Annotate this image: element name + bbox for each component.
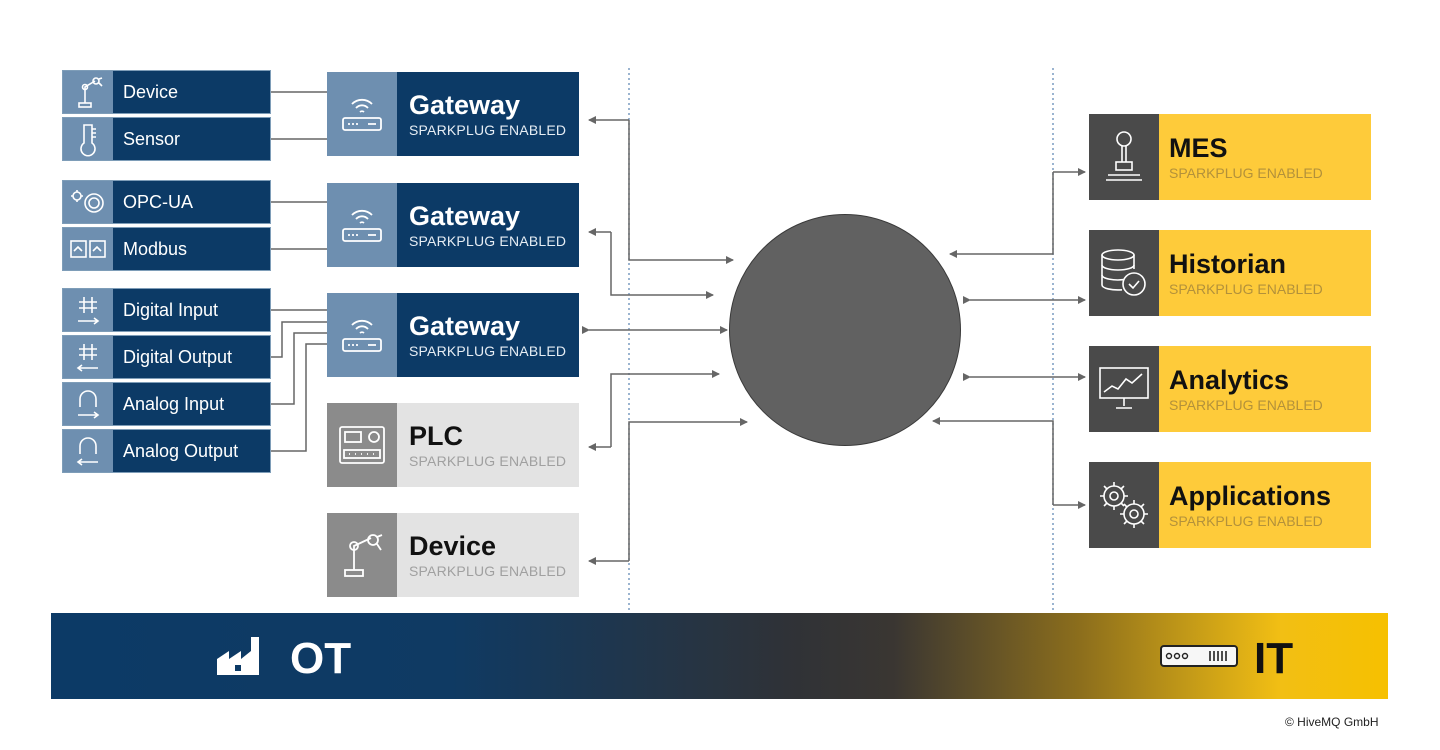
joystick-icon	[1089, 114, 1159, 200]
server-icon	[1160, 644, 1238, 673]
source-modbus: Modbus	[62, 227, 271, 271]
link-analog-input-gateway3	[271, 332, 327, 405]
link-gateway2-broker	[610, 232, 714, 299]
node-title: Historian	[1169, 249, 1287, 279]
node-title: Applications	[1169, 481, 1332, 511]
source-label: Analog Input	[123, 393, 225, 414]
robot-arm-icon	[63, 71, 113, 113]
source-label: Sensor	[123, 128, 181, 149]
gears-icon	[1089, 462, 1159, 548]
node-subtitle: SPARKPLUG ENABLED	[1169, 397, 1323, 413]
source-label: Device	[123, 81, 179, 102]
gateway-node-2: Gateway SPARKPLUG ENABLED	[327, 183, 579, 267]
source-label: OPC-UA	[123, 191, 194, 212]
node-subtitle: SPARKPLUG ENABLED	[409, 563, 567, 579]
node-title: Device	[409, 531, 497, 561]
link-analog-output-gateway3	[271, 343, 327, 452]
applications-node: Applications SPARKPLUG ENABLED	[1089, 462, 1371, 548]
gateway-node-1: Gateway SPARKPLUG ENABLED	[327, 72, 579, 156]
node-subtitle: SPARKPLUG ENABLED	[409, 233, 567, 249]
device-node: Device SPARKPLUG ENABLED	[327, 513, 579, 597]
node-subtitle: SPARKPLUG ENABLED	[409, 122, 567, 138]
node-title: Gateway	[409, 90, 521, 120]
analog-output-icon	[63, 430, 113, 472]
source-analog-output: Analog Output	[62, 429, 271, 473]
node-subtitle: SPARKPLUG ENABLED	[409, 453, 567, 469]
node-title: Gateway	[409, 201, 521, 231]
router-icon	[327, 293, 397, 377]
monitor-chart-icon	[1089, 346, 1159, 432]
node-title: Analytics	[1169, 365, 1290, 395]
source-label: Modbus	[123, 238, 188, 259]
plc-node: PLC SPARKPLUG ENABLED	[327, 403, 579, 487]
copyright-text: © HiveMQ GmbH	[1285, 715, 1379, 729]
thermometer-icon	[63, 118, 113, 160]
ot-label: OT	[290, 634, 352, 683]
node-subtitle: SPARKPLUG ENABLED	[1169, 281, 1323, 297]
plc-icon	[327, 403, 397, 487]
gears-icon	[63, 181, 113, 223]
source-sensor: Sensor	[62, 117, 271, 161]
link-applications-broker	[932, 417, 1054, 505]
node-title: PLC	[409, 421, 463, 451]
source-digital-output: Digital Output	[62, 335, 271, 379]
digital-input-icon	[63, 289, 113, 331]
source-device: Device	[62, 70, 271, 114]
link-plc-broker	[610, 370, 720, 447]
source-label: Analog Output	[123, 440, 239, 461]
node-subtitle: SPARKPLUG ENABLED	[409, 343, 567, 359]
source-digital-input: Digital Input	[62, 288, 271, 332]
broker-circle	[729, 214, 961, 446]
link-mes-broker	[949, 172, 1054, 258]
digital-output-icon	[63, 336, 113, 378]
link-device-broker	[628, 418, 748, 561]
node-subtitle: SPARKPLUG ENABLED	[1169, 513, 1323, 529]
mes-node: MES SPARKPLUG ENABLED	[1089, 114, 1371, 200]
robot-arm-icon	[327, 513, 397, 597]
source-analog-input: Analog Input	[62, 382, 271, 426]
source-opcua: OPC-UA	[62, 180, 271, 224]
gateway-node-3: Gateway SPARKPLUG ENABLED	[327, 293, 579, 377]
historian-node: Historian SPARKPLUG ENABLED	[1089, 230, 1371, 316]
source-label: Digital Output	[123, 346, 233, 367]
source-label: Digital Input	[123, 299, 219, 320]
link-gateway1-broker	[628, 120, 734, 264]
router-icon	[327, 72, 397, 156]
analog-input-icon	[63, 383, 113, 425]
factory-icon	[215, 633, 267, 682]
node-title: Gateway	[409, 311, 521, 341]
analytics-node: Analytics SPARKPLUG ENABLED	[1089, 346, 1371, 432]
it-label: IT	[1254, 634, 1294, 683]
node-title: MES	[1169, 133, 1228, 163]
node-subtitle: SPARKPLUG ENABLED	[1169, 165, 1323, 181]
router-icon	[327, 183, 397, 267]
network-ports-icon	[63, 228, 113, 270]
database-clock-icon	[1089, 230, 1159, 316]
link-digital-output-gateway3	[271, 321, 327, 358]
